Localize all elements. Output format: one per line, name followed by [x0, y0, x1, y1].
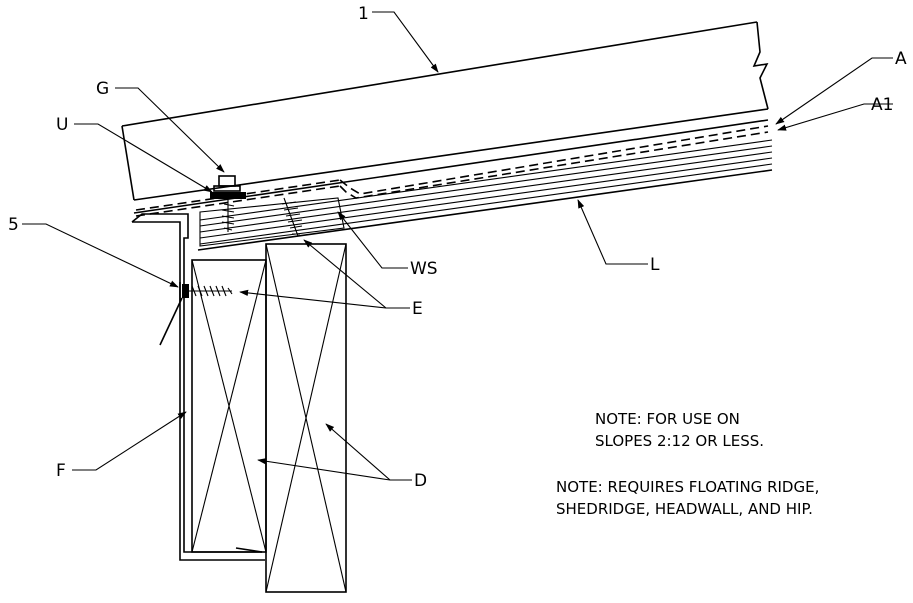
label-e: E	[412, 299, 423, 319]
note-1-line-2: SLOPES 2:12 OR LESS.	[595, 432, 764, 450]
label-ws: WS	[410, 259, 438, 279]
fascia-trim	[131, 213, 265, 561]
label-g: G	[96, 79, 109, 99]
fastener-e-lower	[182, 284, 233, 298]
fastener-e-upper	[281, 197, 303, 237]
label-f: F	[56, 461, 66, 481]
wood-member-left	[191, 259, 267, 553]
leader-lines	[22, 11, 893, 481]
label-u: U	[56, 115, 68, 135]
fastener-g	[210, 175, 246, 232]
label-1: 1	[358, 4, 369, 24]
label-5: 5	[8, 215, 19, 235]
notes-block: NOTE: FOR USE ON SLOPES 2:12 OR LESS. NO…	[556, 410, 819, 518]
note-1-line-1: NOTE: FOR USE ON	[595, 410, 740, 428]
note-2-line-1: NOTE: REQUIRES FLOATING RIDGE,	[556, 478, 819, 496]
label-a1: A1	[871, 95, 893, 115]
label-l: L	[650, 255, 660, 275]
insulation-layers	[133, 119, 773, 251]
label-a: A	[895, 49, 907, 69]
roof-panel	[121, 21, 769, 201]
label-d: D	[414, 471, 427, 491]
note-2-line-2: SHEDRIDGE, HEADWALL, AND HIP.	[556, 500, 813, 518]
